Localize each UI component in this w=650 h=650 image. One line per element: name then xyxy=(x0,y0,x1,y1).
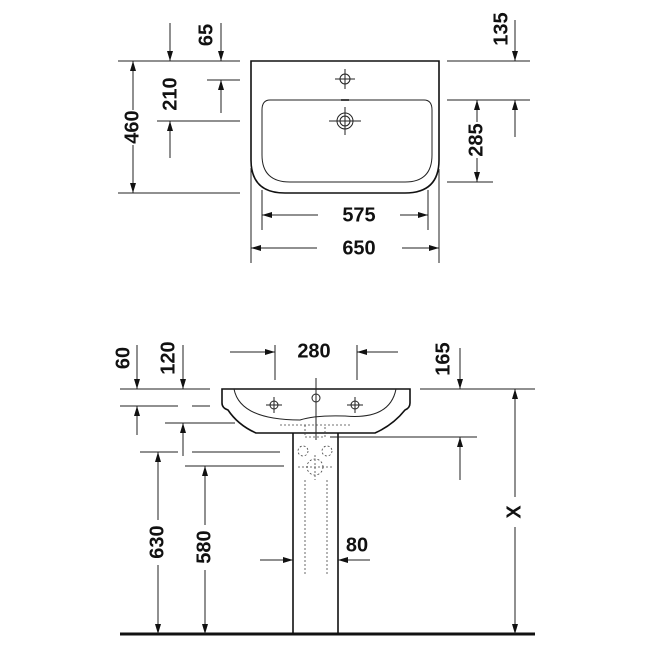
dim-80: 80 xyxy=(346,534,368,556)
dim-120: 120 xyxy=(157,341,179,374)
dim-575: 575 xyxy=(342,204,375,226)
top-view: 65 460 210 135 285 575 650 xyxy=(118,12,530,263)
fixing-holes-icon xyxy=(266,378,363,480)
pedestal-hidden-lines xyxy=(280,424,350,575)
dim-x: X xyxy=(503,505,525,519)
dim-210: 210 xyxy=(159,77,181,110)
dim-630: 630 xyxy=(146,525,168,558)
dim-65: 65 xyxy=(195,24,217,46)
basin-outline-top xyxy=(250,60,440,194)
basin-outline-front xyxy=(221,388,411,434)
dim-650: 650 xyxy=(342,237,375,259)
dim-280: 280 xyxy=(297,340,330,362)
dim-580: 580 xyxy=(193,530,215,563)
dim-135: 135 xyxy=(490,12,512,45)
dimension-lines-top xyxy=(130,20,518,251)
dim-460: 460 xyxy=(121,110,143,143)
pedestal xyxy=(292,433,339,634)
dimension-lines-front xyxy=(134,345,518,634)
extension-lines-front xyxy=(120,345,535,467)
dim-165: 165 xyxy=(432,342,454,375)
bowl-outline-top xyxy=(261,99,433,183)
drain-icon xyxy=(329,99,361,135)
tap-hole-icon xyxy=(335,69,355,89)
dim-60: 60 xyxy=(112,347,134,369)
front-view: 60 120 280 165 630 580 80 X xyxy=(112,340,535,636)
dim-285: 285 xyxy=(465,123,487,156)
